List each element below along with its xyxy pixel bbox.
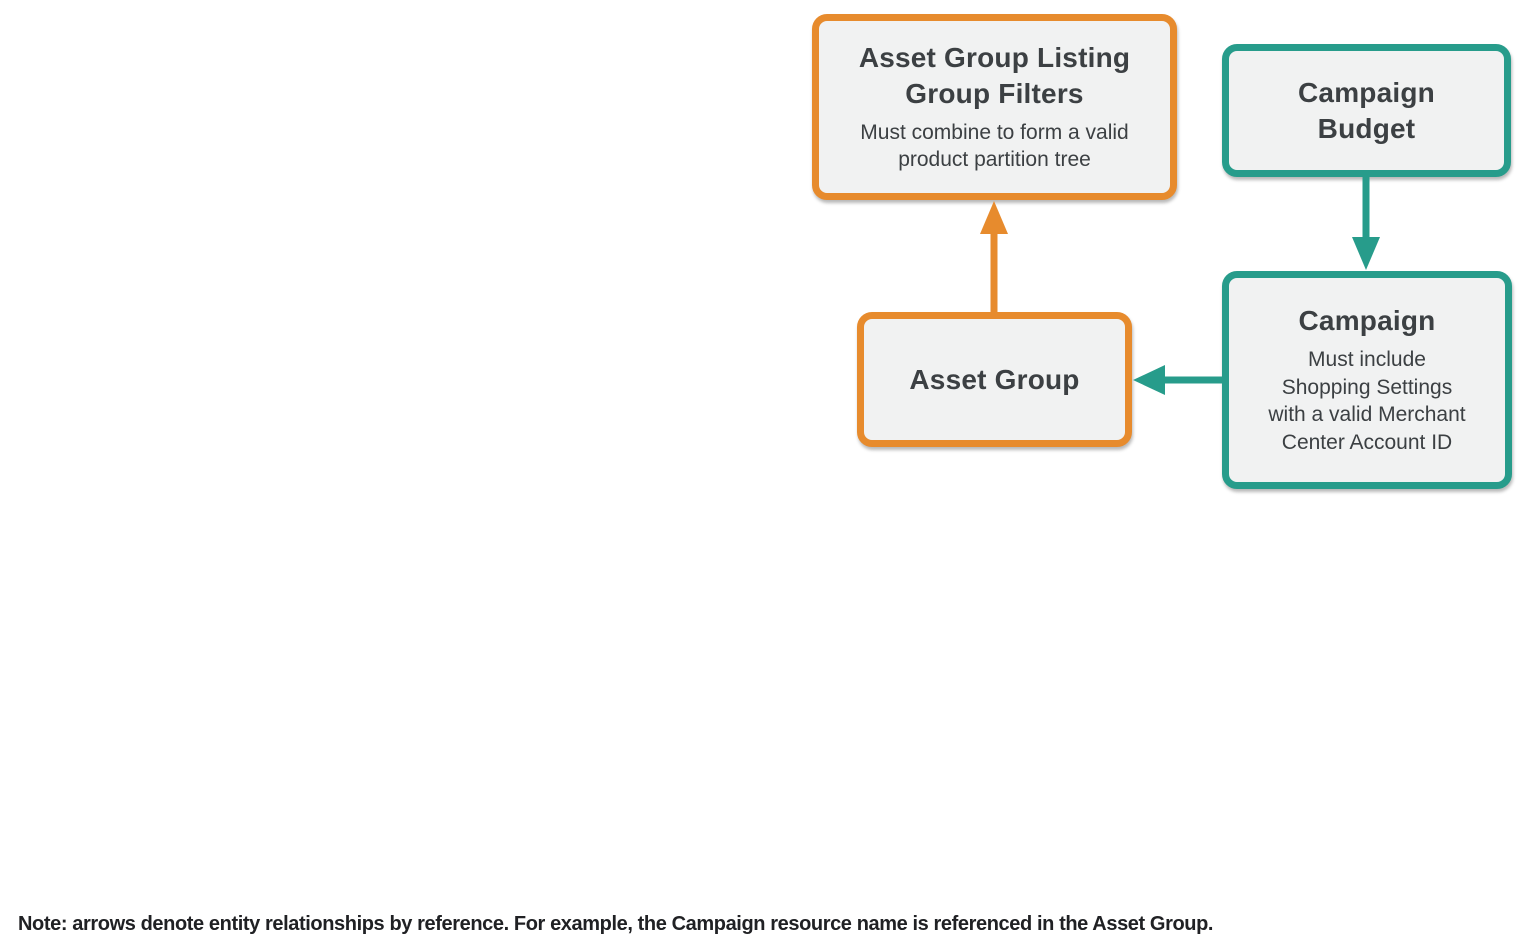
node-campaign-budget: Campaign Budget <box>1222 44 1511 177</box>
node-title: Asset Group Listing Group Filters <box>858 41 1131 109</box>
arrow-asset-group-to-listing-group-filters-icon <box>974 200 1014 312</box>
node-asset-group: Asset Group <box>857 312 1132 447</box>
node-title: Campaign Budget <box>1298 76 1435 144</box>
node-asset-group-listing-group-filters: Asset Group Listing Group Filters Must c… <box>812 14 1177 200</box>
node-title: Campaign <box>1298 305 1436 337</box>
node-campaign: Campaign Must include Shopping Settings … <box>1222 271 1512 489</box>
left-arrow-icon <box>1133 365 1222 395</box>
up-arrow-icon <box>980 201 1008 312</box>
down-arrow-icon <box>1352 177 1380 270</box>
footnote: Note: arrows denote entity relationships… <box>18 913 1214 935</box>
arrow-campaign-to-asset-group-icon <box>1132 360 1222 400</box>
node-subtitle: Must include Shopping Settings with a va… <box>1268 347 1466 455</box>
arrow-campaign-budget-to-campaign-icon <box>1346 177 1386 271</box>
node-title: Asset Group <box>909 363 1080 395</box>
node-subtitle: Must combine to form a valid product par… <box>860 120 1129 172</box>
